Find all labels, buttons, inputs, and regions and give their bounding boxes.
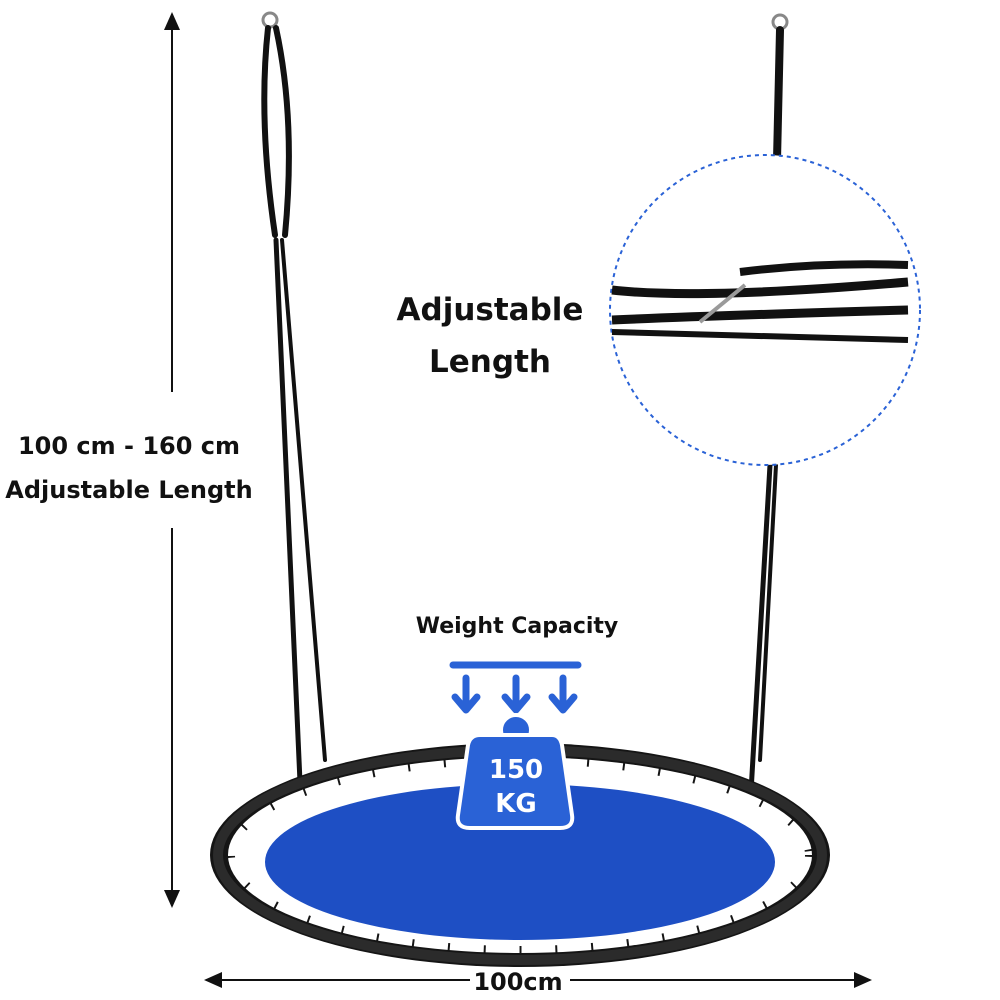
width-label: 100cm — [473, 968, 563, 996]
weight-value: 150 KG — [460, 753, 572, 821]
height-label: 100 cm - 160 cm Adjustable Length — [0, 424, 258, 512]
weight-unit: KG — [495, 789, 537, 819]
adjustable-length-callout — [609, 154, 921, 466]
callout-label-line2: Length — [429, 344, 551, 380]
callout-label: Adjustable Length — [390, 284, 590, 388]
down-arrow-icons — [451, 674, 578, 714]
swing-seat — [210, 743, 830, 967]
weight-capacity-icon — [449, 661, 582, 830]
height-range-text: 100 cm - 160 cm — [17, 432, 241, 460]
weight-capacity-title: Weight Capacity — [415, 614, 619, 639]
height-caption-text: Adjustable Length — [5, 476, 253, 504]
weight-number: 150 — [488, 755, 544, 785]
callout-label-line1: Adjustable — [396, 292, 584, 328]
hook-icon — [698, 283, 747, 324]
